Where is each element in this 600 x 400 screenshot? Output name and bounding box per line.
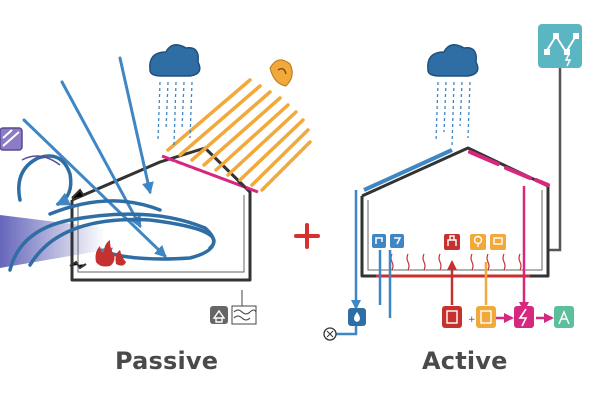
boiler-icon: [442, 306, 462, 328]
plus-sign: [294, 223, 320, 249]
active-panel: +: [323, 24, 582, 341]
lighting-icon: [470, 234, 486, 250]
appliances-icon: [490, 234, 506, 250]
svg-text:+: +: [468, 315, 476, 325]
radiator-icon: [390, 253, 522, 271]
water-tank-icon: [348, 308, 366, 326]
passive-panel: [0, 44, 312, 325]
inverter-icon: [514, 306, 534, 328]
pipe-network: [336, 186, 554, 336]
solar-shading-louvers: [166, 78, 312, 192]
ground-insulation-icon: [210, 290, 257, 325]
battery-icon: [476, 306, 496, 328]
electric-grid-icon: [538, 24, 582, 252]
tap-icon: [372, 234, 404, 248]
active-label: Active: [422, 347, 508, 375]
heating-icon: [444, 234, 460, 250]
sun-icon: [269, 59, 293, 87]
passive-label: Passive: [115, 347, 219, 375]
heater-fire-icon: [95, 240, 126, 267]
water-meter-icon: [323, 327, 337, 341]
window-openings: [69, 181, 247, 270]
cloud-rain-icon: [149, 44, 201, 146]
ev-charger-icon: [554, 306, 574, 328]
airflow-paths: [8, 154, 216, 272]
active-house-outline: [360, 146, 550, 278]
solar-thermal-collector: [363, 148, 453, 192]
photovoltaic-panel: [468, 150, 550, 187]
cloud-rain-icon: [427, 44, 479, 147]
ventilation-shaft-icon: [0, 127, 61, 166]
passive-house-outline: [70, 146, 252, 282]
